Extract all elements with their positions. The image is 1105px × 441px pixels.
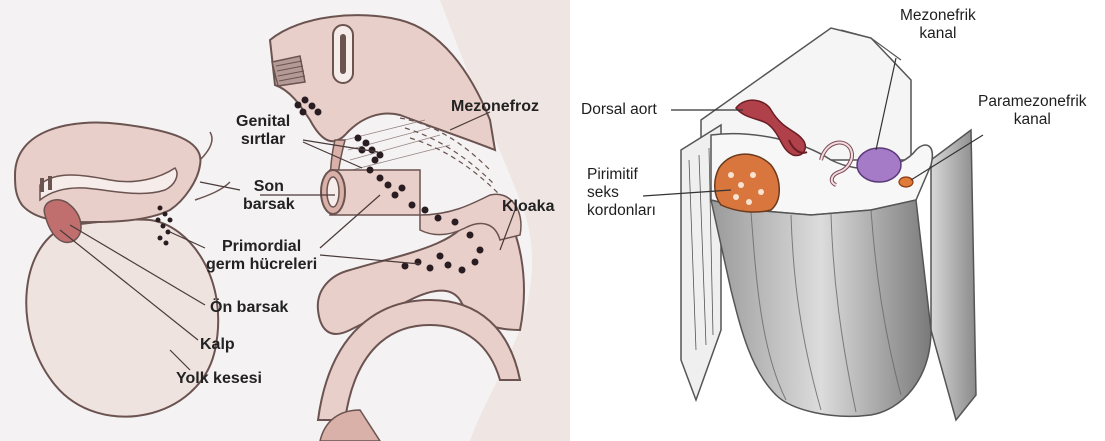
label-mesonephric-duct: Mezonefrik kanal xyxy=(900,7,976,43)
label-dorsal-aorta: Dorsal aort xyxy=(581,101,657,119)
label-paramezonefrik-line1: Paramezonefrik xyxy=(978,93,1087,111)
label-mezonefrik-line1: Mezonefrik xyxy=(900,7,976,25)
label-genital-line2: sırtlar xyxy=(236,131,290,149)
embryo-longitudinal-panel: Genital sırtlar Mezonefroz Son barsak Kl… xyxy=(0,0,571,441)
label-genital-ridges: Genital sırtlar xyxy=(236,113,290,149)
mesonephric-duct xyxy=(857,148,901,182)
paramesonephric-duct xyxy=(899,177,913,187)
label-son-line1: Son xyxy=(243,178,295,196)
label-cloaca: Kloaka xyxy=(502,198,554,216)
label-pirimitif-line1: Pirimitif xyxy=(587,166,656,184)
label-pirimitif-line2: seks xyxy=(587,184,656,202)
label-yolk-sac: Yolk kesesi xyxy=(176,370,262,388)
label-mesonephros: Mezonefroz xyxy=(451,98,539,116)
cross-section-illustration xyxy=(571,0,1105,441)
label-heart: Kalp xyxy=(200,336,235,354)
cross-section-panel: Mezonefrik kanal Dorsal aort Paramezonef… xyxy=(571,0,1105,441)
label-hindgut: Son barsak xyxy=(243,178,295,214)
label-primordial-line1: Primordial xyxy=(206,238,317,256)
label-primordial-germ-cells: Primordial germ hücreleri xyxy=(206,238,317,274)
label-genital-line1: Genital xyxy=(236,113,290,131)
label-pirimitif-line3: kordonları xyxy=(587,202,656,220)
label-mezonefrik-line2: kanal xyxy=(900,25,976,43)
label-paramesonephric-duct: Paramezonefrik kanal xyxy=(978,93,1087,129)
embryo-illustration xyxy=(0,0,570,441)
label-primitive-sex-cords: Pirimitif seks kordonları xyxy=(587,166,656,220)
label-son-line2: barsak xyxy=(243,196,295,214)
label-foregut: Ön barsak xyxy=(210,299,288,317)
label-paramezonefrik-line2: kanal xyxy=(978,111,1087,129)
label-primordial-line2: germ hücreleri xyxy=(206,256,317,274)
